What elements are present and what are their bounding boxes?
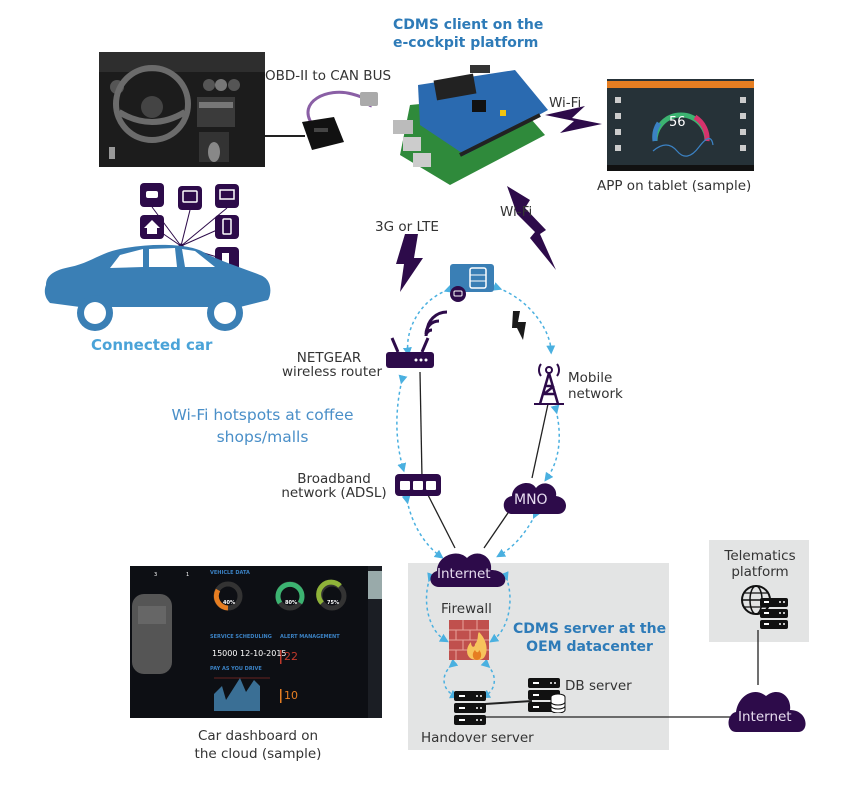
- telematics-server-icon: [741, 585, 788, 629]
- dash-payd-title: PAY AS YOU DRIVE: [210, 666, 262, 672]
- tablet-app-screenshot: 56: [607, 79, 754, 171]
- mobile-network-label: Mobile network: [568, 370, 623, 402]
- mobile-tower-icon: [534, 363, 564, 405]
- connected-car-label: Connected car: [91, 336, 213, 354]
- lightning-bolt-tablet: [545, 106, 602, 133]
- tablet-app-label: APP on tablet (sample): [597, 178, 752, 194]
- lightning-bolt-wifi: [507, 186, 556, 270]
- cdms-client-title-line2: e-cockpit platform: [393, 35, 539, 51]
- lightning-bolt-3g: [396, 234, 423, 292]
- raspberry-pi-can-board: [393, 65, 548, 185]
- hotspots-label: Wi-Fi hotspots at coffee shops/malls: [160, 404, 365, 448]
- car-interior-photo: [99, 52, 265, 167]
- router-label-line2: wireless router: [282, 364, 382, 380]
- dashed-link-firewall-handover-right: [480, 658, 495, 699]
- dashed-link-sim-router: [402, 284, 454, 357]
- dashed-link-broadband-internet: [401, 494, 444, 559]
- lightning-bolt-mobile: [512, 311, 526, 340]
- router-to-broadband-line: [419, 371, 423, 479]
- dash-warning-alerts: 10: [284, 689, 298, 702]
- cloud-dashboard-label-line2: the cloud (sample): [194, 746, 322, 762]
- phone-device-icon: [215, 215, 239, 239]
- 3g-lte-label: 3G or LTE: [375, 219, 439, 235]
- tablet-gauge-value: 56: [669, 115, 686, 130]
- broadband-label-line1: Broadband: [297, 471, 371, 487]
- broadband-adsl-icon: [395, 474, 441, 496]
- internet-right-label: Internet: [738, 709, 792, 725]
- connected-car-illustration: [44, 183, 271, 331]
- wifi-router-label: Wi-Fi: [500, 204, 533, 220]
- telematics-label: Telematics platform: [718, 548, 802, 580]
- telematics-label-line2: platform: [731, 564, 789, 580]
- dashed-link-internet-firewall-right: [489, 571, 511, 643]
- mobile-network-label-line2: network: [568, 386, 623, 402]
- dash-vehicle-data-title: VEHICLE DATA: [210, 570, 250, 576]
- firewall-icon: [449, 620, 489, 660]
- cloud-icon: [728, 691, 806, 732]
- db-server-label: DB server: [565, 678, 632, 694]
- internet-cloud-main: Internet: [427, 544, 511, 588]
- wifi-signal-icon: [424, 310, 448, 337]
- dash-battery-value: 80%: [285, 600, 297, 606]
- hotspots-label-line1: Wi-Fi hotspots at coffee: [171, 406, 354, 424]
- dash-inactive-cams: 1: [186, 572, 190, 578]
- car-body: [44, 244, 271, 307]
- telematics-box: [709, 540, 809, 642]
- firewall-label: Firewall: [441, 601, 492, 617]
- dashed-link-internet-firewall-left: [425, 572, 449, 643]
- telematics-label-line1: Telematics: [724, 548, 796, 564]
- obd-cable-image: [302, 90, 378, 150]
- broadband-label-line2: network (ADSL): [281, 485, 387, 501]
- cdms-server-title-line1: CDMS server at the: [513, 621, 667, 637]
- cloud-icon: [430, 553, 506, 587]
- dashed-link-firewall-handover-left: [443, 658, 460, 699]
- tablet-header-bar: [607, 81, 754, 88]
- dash-mileage: 15000: [212, 649, 238, 658]
- cloud-dashboard-label-line1: Car dashboard on: [197, 728, 319, 744]
- cdms-server-title: CDMS server at the OEM datacenter: [513, 620, 666, 656]
- dash-service-title: SERVICE SCHEDULING: [210, 634, 272, 640]
- cloud-icon: [503, 482, 566, 514]
- cdms-client-title-line1: CDMS client on the: [393, 17, 544, 33]
- internet-cloud-right: Internet: [726, 682, 810, 734]
- hotspots-label-line2: shops/malls: [216, 428, 309, 446]
- dash-oil-value: 75%: [327, 600, 339, 606]
- internet-main-label: Internet: [437, 566, 491, 582]
- wireless-router-icon: [386, 337, 434, 368]
- sim-card-icon: [450, 264, 494, 302]
- router-label-line1: NETGEAR: [296, 350, 362, 366]
- cdms-client-title: CDMS client on the e-cockpit platform: [393, 16, 543, 52]
- cdms-server-title-line2: OEM datacenter: [526, 639, 653, 655]
- cloud-dashboard-screenshot: VEHICLE DATA 40% 80% 75% 3 1 SERVICE SCH…: [130, 566, 382, 718]
- tower-to-mno-line: [531, 403, 549, 479]
- dashed-link-mno-internet: [496, 508, 542, 558]
- dashed-link-router-broadband: [396, 374, 408, 473]
- dash-fuel-value: 40%: [223, 600, 235, 606]
- tablet-gauge: [607, 97, 754, 171]
- tablet-device-icon: [178, 186, 202, 210]
- dashed-link-tower-mno: [544, 404, 560, 482]
- dashboard-graphics: [132, 566, 382, 718]
- dash-active-cams: 3: [154, 572, 158, 578]
- db-server-icon: [528, 678, 566, 713]
- broadband-label: Broadband network (ADSL): [278, 472, 390, 500]
- cloud-dashboard-label: Car dashboard on the cloud (sample): [183, 727, 333, 763]
- handover-server-icon: [454, 691, 486, 725]
- wifi-tablet-label: Wi-Fi: [549, 95, 582, 111]
- obd-label: OBD-II to CAN BUS: [265, 68, 392, 84]
- router-label: NETGEAR wireless router: [276, 351, 382, 379]
- handover-server-label: Handover server: [421, 730, 534, 746]
- dash-critical-alerts: 22: [284, 650, 298, 663]
- broadband-to-internet-line: [427, 494, 456, 549]
- mno-cloud: MNO: [500, 472, 570, 516]
- handover-to-db-line: [484, 700, 533, 705]
- laptop-device-icon: [215, 184, 239, 208]
- mno-label: MNO: [514, 492, 548, 508]
- dash-service-date: 12-10-2015: [240, 649, 287, 658]
- dashed-link-sim-tower: [492, 282, 556, 355]
- dash-alert-title: ALERT MANAGEMENT: [280, 634, 340, 640]
- mobile-network-label-line1: Mobile: [568, 370, 613, 386]
